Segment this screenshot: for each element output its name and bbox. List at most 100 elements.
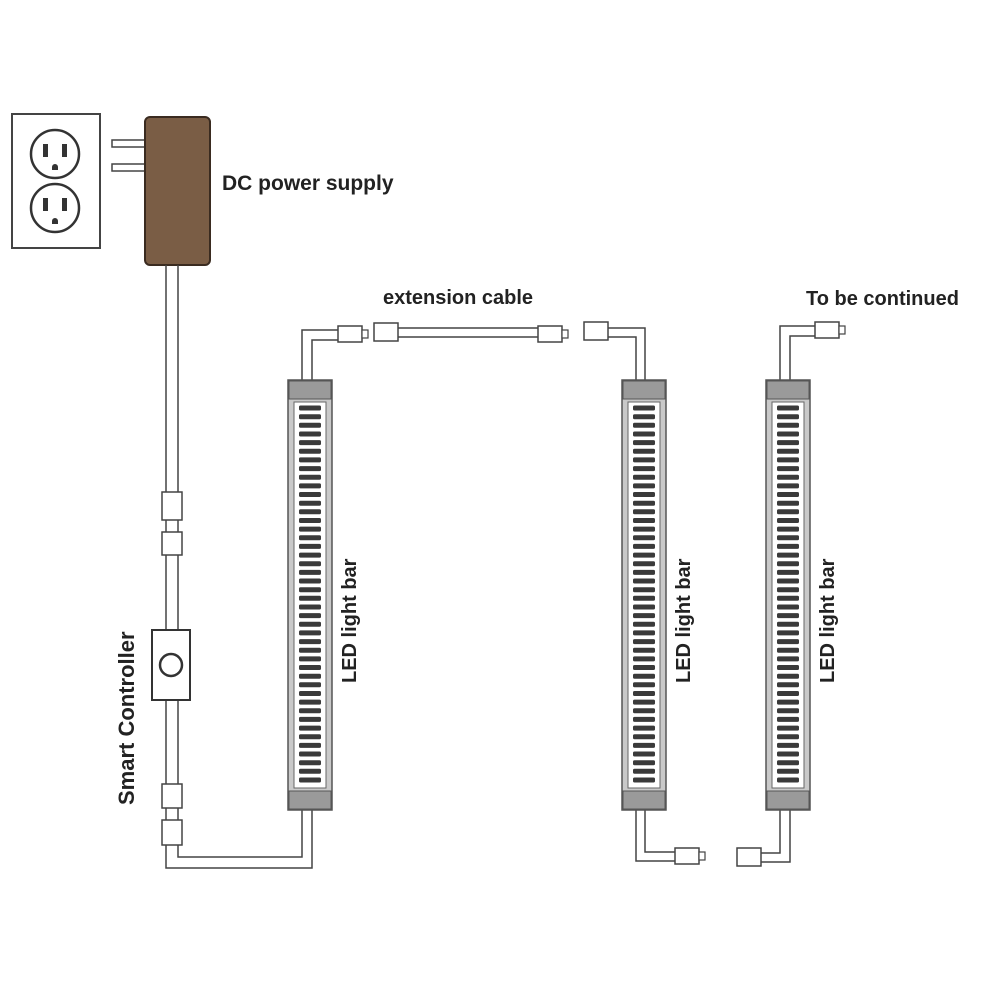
led-chip — [777, 552, 799, 558]
led-chip — [299, 526, 321, 532]
extension-cable-label: extension cable — [383, 287, 533, 309]
led-chip — [633, 466, 655, 472]
led-chip — [299, 742, 321, 748]
led-chip — [633, 500, 655, 506]
led-chip — [777, 587, 799, 593]
led-chip — [299, 656, 321, 662]
led-chip — [299, 604, 321, 610]
led-chip — [633, 457, 655, 463]
led-chip — [633, 440, 655, 446]
led-chip — [633, 699, 655, 705]
led-chip — [777, 457, 799, 463]
led-chip — [633, 492, 655, 497]
led-chip — [633, 474, 655, 480]
led-chip — [777, 561, 799, 567]
led-chip — [633, 768, 655, 774]
led-chip — [299, 509, 321, 515]
led-chip — [777, 691, 799, 696]
led-chip — [299, 595, 321, 601]
led-chip — [633, 422, 655, 428]
led-chip — [299, 691, 321, 696]
led-chip — [777, 569, 799, 575]
dc-power-supply — [111, 116, 211, 266]
led-chip — [299, 777, 321, 783]
led-chip — [299, 448, 321, 454]
led-chip — [299, 725, 321, 731]
led-light-bar-1 — [287, 379, 333, 811]
led-chip — [299, 665, 321, 670]
led-chip — [633, 734, 655, 740]
led-chip — [299, 734, 321, 740]
led-chip — [777, 440, 799, 446]
led-chip — [633, 483, 655, 489]
led-chip — [299, 708, 321, 714]
led-chip — [633, 518, 655, 523]
led-chip — [777, 595, 799, 601]
led-chip — [777, 448, 799, 454]
led-chip — [633, 552, 655, 558]
led-chip — [633, 595, 655, 601]
outlet-socket-top — [29, 128, 81, 180]
bar-end-cap-top — [766, 380, 810, 400]
led-chip — [299, 682, 321, 688]
smart-controller-label: Smart Controller — [114, 631, 139, 805]
led-chip — [299, 716, 321, 722]
led-chip — [299, 552, 321, 558]
led-chip — [299, 578, 321, 584]
extension-cable — [337, 322, 569, 343]
led-chip — [633, 708, 655, 714]
led-chip — [777, 639, 799, 645]
led-chip — [633, 405, 655, 411]
led-chip — [299, 621, 321, 627]
led-chip — [633, 448, 655, 454]
led-chip — [633, 751, 655, 757]
light-bar-1-label: LED light bar — [339, 558, 361, 683]
led-chip — [299, 492, 321, 497]
led-chip — [633, 613, 655, 619]
led-chip — [777, 509, 799, 515]
power-supply-label: DC power supply — [222, 172, 394, 195]
bar-end-cap-bottom — [766, 790, 810, 810]
led-chip — [633, 604, 655, 610]
led-chip — [633, 777, 655, 783]
led-chip — [633, 742, 655, 748]
led-chip — [777, 518, 799, 523]
led-chip — [777, 543, 799, 549]
input-cable — [165, 265, 313, 869]
led-chip — [777, 647, 799, 653]
led-chip — [777, 725, 799, 731]
bar-end-cap-top — [622, 380, 666, 400]
led-chip — [633, 691, 655, 696]
led-chip — [777, 535, 799, 541]
led-chip — [299, 500, 321, 506]
led-chip — [299, 699, 321, 705]
led-chip — [777, 526, 799, 532]
led-chip — [299, 760, 321, 766]
led-chip — [299, 630, 321, 636]
led-chip — [777, 483, 799, 489]
led-chip — [777, 422, 799, 428]
led-chip — [299, 457, 321, 463]
led-chip — [777, 492, 799, 497]
led-chip — [777, 682, 799, 688]
to-be-continued-label: To be continued — [806, 288, 959, 310]
led-chip — [633, 716, 655, 722]
led-chip — [633, 647, 655, 653]
led-chip — [299, 647, 321, 653]
led-chip — [299, 569, 321, 575]
led-chip — [299, 422, 321, 428]
led-chip — [777, 613, 799, 619]
led-chip — [299, 483, 321, 489]
led-chip — [299, 440, 321, 446]
led-chip — [777, 474, 799, 480]
led-chip — [633, 535, 655, 541]
led-chip — [633, 665, 655, 670]
led-chip — [633, 431, 655, 437]
led-chip — [777, 578, 799, 584]
led-chip — [633, 656, 655, 662]
led-chip — [299, 535, 321, 541]
led-chip — [299, 587, 321, 593]
led-chip — [777, 699, 799, 705]
led-chip — [777, 708, 799, 714]
